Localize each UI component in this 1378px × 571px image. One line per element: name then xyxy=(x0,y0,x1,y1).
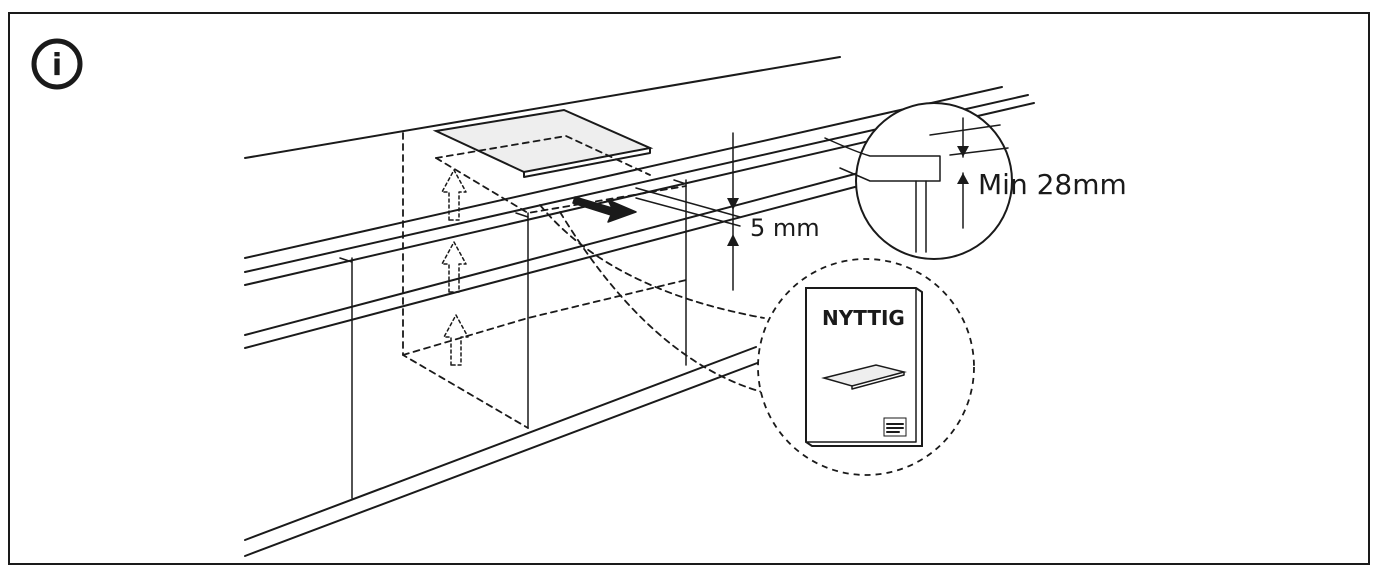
gap-dimension-arrow-top xyxy=(727,198,739,210)
dashed-up-arrow-icon xyxy=(443,314,469,366)
gap-dimension-arrow-bottom xyxy=(727,234,739,246)
cabinet-notch-1 xyxy=(339,179,687,263)
info-circle-icon: i xyxy=(31,38,83,90)
cutout-dashed-floor xyxy=(402,279,687,356)
min-thickness-label: Min 28mm xyxy=(978,168,1127,201)
cabinet-rail-upper xyxy=(244,169,871,336)
booklet-connector-upper xyxy=(539,204,765,319)
worktop-back-edge xyxy=(244,56,841,159)
booklet-title: NYTTIG xyxy=(822,306,905,330)
hob-panel-edge xyxy=(523,147,651,178)
cutout-dashed-box xyxy=(402,132,529,429)
diagram-frame xyxy=(8,12,1370,565)
booklet-icon: NYTTIG xyxy=(805,287,923,447)
cutout-dashed-front xyxy=(435,157,687,214)
dashed-up-arrow-icon xyxy=(441,169,467,221)
dashed-up-arrow-icon xyxy=(441,241,467,293)
gap-dimension-label: 5 mm xyxy=(750,214,820,242)
plinth-lower xyxy=(244,361,761,557)
arrow-icon xyxy=(572,196,637,223)
detail-magnifier xyxy=(824,102,1013,260)
cutout-dashed-top xyxy=(435,135,651,176)
cabinet-rail-lower xyxy=(244,182,871,349)
ikea-logo-icon xyxy=(883,417,907,437)
plinth-upper xyxy=(244,346,757,541)
info-glyph: i xyxy=(52,48,62,83)
gap-leader xyxy=(635,187,741,227)
booklet-connector-lower xyxy=(559,211,763,393)
worktop-front-edge-top xyxy=(244,86,1003,259)
